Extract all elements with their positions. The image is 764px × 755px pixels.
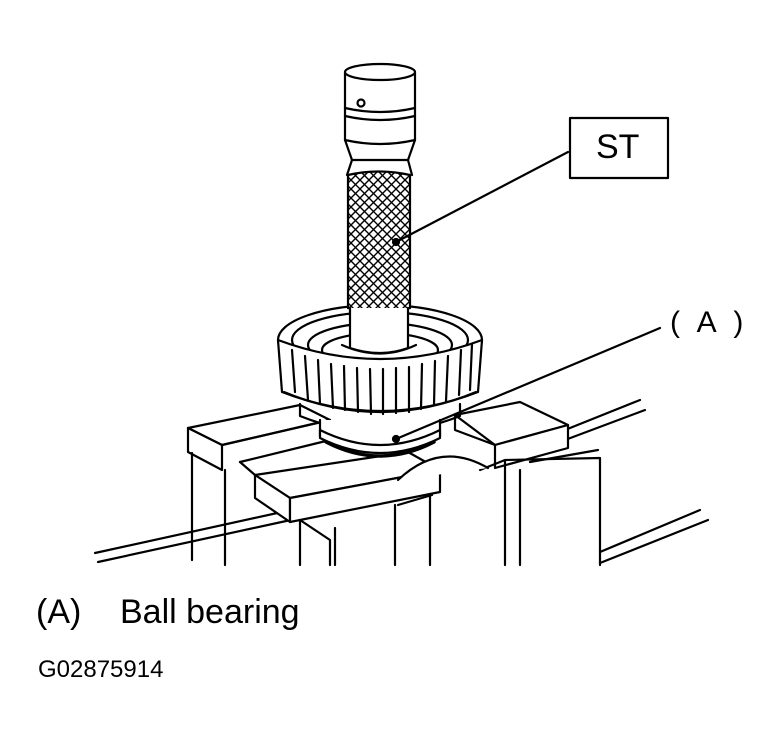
fixture-rails [93,398,710,565]
vise-block-back-left [186,403,332,567]
fixture-notch [396,455,490,482]
figure-id: G02875914 [38,656,164,683]
special-tool [340,62,418,355]
leader-line-a [394,326,662,441]
st-label-box [568,116,670,180]
a-callout-label: ( A ) [670,306,749,339]
ball-bearing [318,428,442,458]
leader-line-st [394,150,570,244]
legend-text: Ball bearing [120,593,300,631]
vise-block-front-left [253,450,442,567]
vise-block-right [453,400,602,567]
legend-key: (A) [36,593,82,631]
gear [276,303,484,449]
st-callout-label: ST [596,128,640,166]
